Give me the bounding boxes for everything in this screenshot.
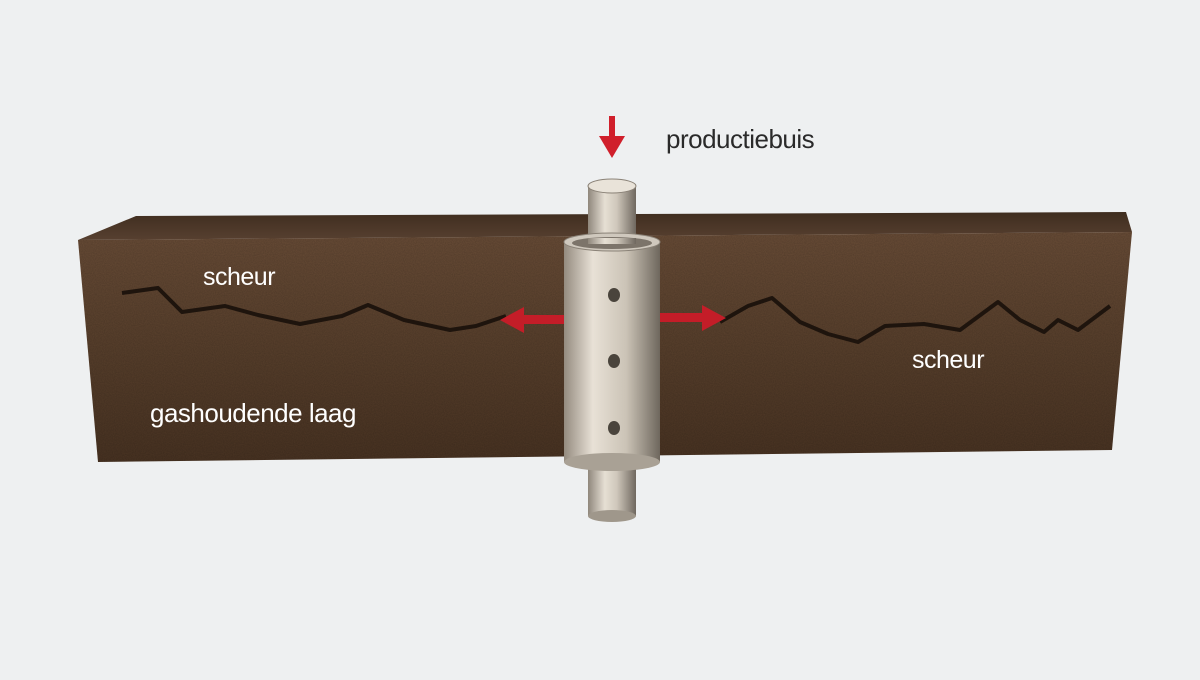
pipe-bottom [588,510,636,522]
fracture-right-label: scheur [912,346,985,374]
arrow-down-icon [599,116,625,158]
arrow-right-icon [660,305,726,331]
perforation-hole [608,288,620,302]
production-pipe [563,178,661,522]
production-pipe-label: productiebuis [666,124,815,154]
fracture-left [121,286,507,332]
gas-layer-label: gashoudende laag [150,398,356,428]
fracture-left-label: scheur [203,263,276,291]
pipe-top-opening [587,178,637,194]
casing-bottom [564,453,660,471]
perforation-hole [608,354,620,368]
pipe-through-casing [588,238,636,244]
arrow-left-icon [500,307,564,333]
perforation-hole [608,421,620,435]
fracture-right [719,296,1112,344]
